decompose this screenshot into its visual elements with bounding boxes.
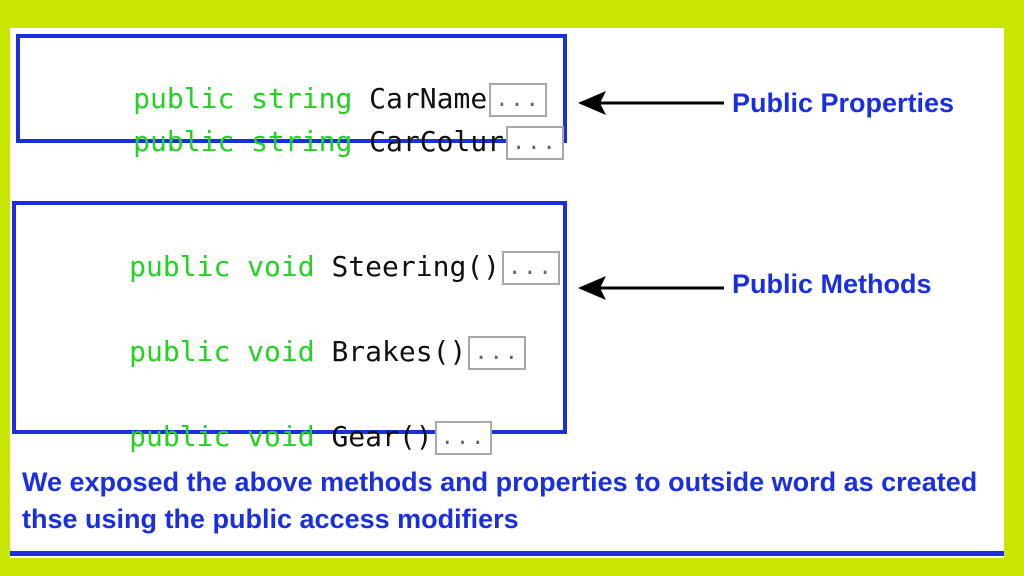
arrow-left-icon xyxy=(578,276,724,300)
code-keyword: public void xyxy=(129,250,332,283)
collapsed-region-button[interactable]: ... xyxy=(468,336,527,370)
diagram-panel: public string CarName... public string C… xyxy=(10,28,1004,558)
code-identifier: CarName xyxy=(369,82,488,115)
code-identifier: Steering() xyxy=(331,250,501,283)
code-keyword: public string xyxy=(133,82,370,115)
code-keyword: public void xyxy=(129,335,332,368)
footer-explanation: We exposed the above methods and propert… xyxy=(22,467,978,534)
collapsed-region-button[interactable]: ... xyxy=(489,83,547,117)
arrow-left-icon xyxy=(578,91,724,115)
collapsed-region-button[interactable]: ... xyxy=(434,421,493,455)
property-line-carname: public string CarName... xyxy=(32,48,547,151)
public-properties-label: Public Properties xyxy=(732,88,955,118)
collapsed-region-button[interactable]: ... xyxy=(506,126,564,160)
properties-code-box: public string CarName... public string C… xyxy=(16,34,567,160)
methods-code-box: public void Steering()... public void Br… xyxy=(12,201,567,455)
code-keyword: public void xyxy=(129,420,332,453)
code-keyword: public string xyxy=(133,125,370,158)
method-line-brakes: public void Brakes()... xyxy=(28,301,527,404)
public-methods-label: Public Methods xyxy=(732,269,932,299)
code-identifier: Gear() xyxy=(331,420,433,453)
property-line-carcolur: public string CarColur... xyxy=(32,91,564,194)
code-identifier: Brakes() xyxy=(331,335,467,368)
method-line-steering: public void Steering()... xyxy=(28,216,560,319)
method-line-gear: public void Gear()... xyxy=(28,386,493,489)
collapsed-region-button[interactable]: ... xyxy=(502,251,560,285)
code-identifier: CarColur xyxy=(369,125,505,158)
footer-divider xyxy=(10,551,1004,556)
